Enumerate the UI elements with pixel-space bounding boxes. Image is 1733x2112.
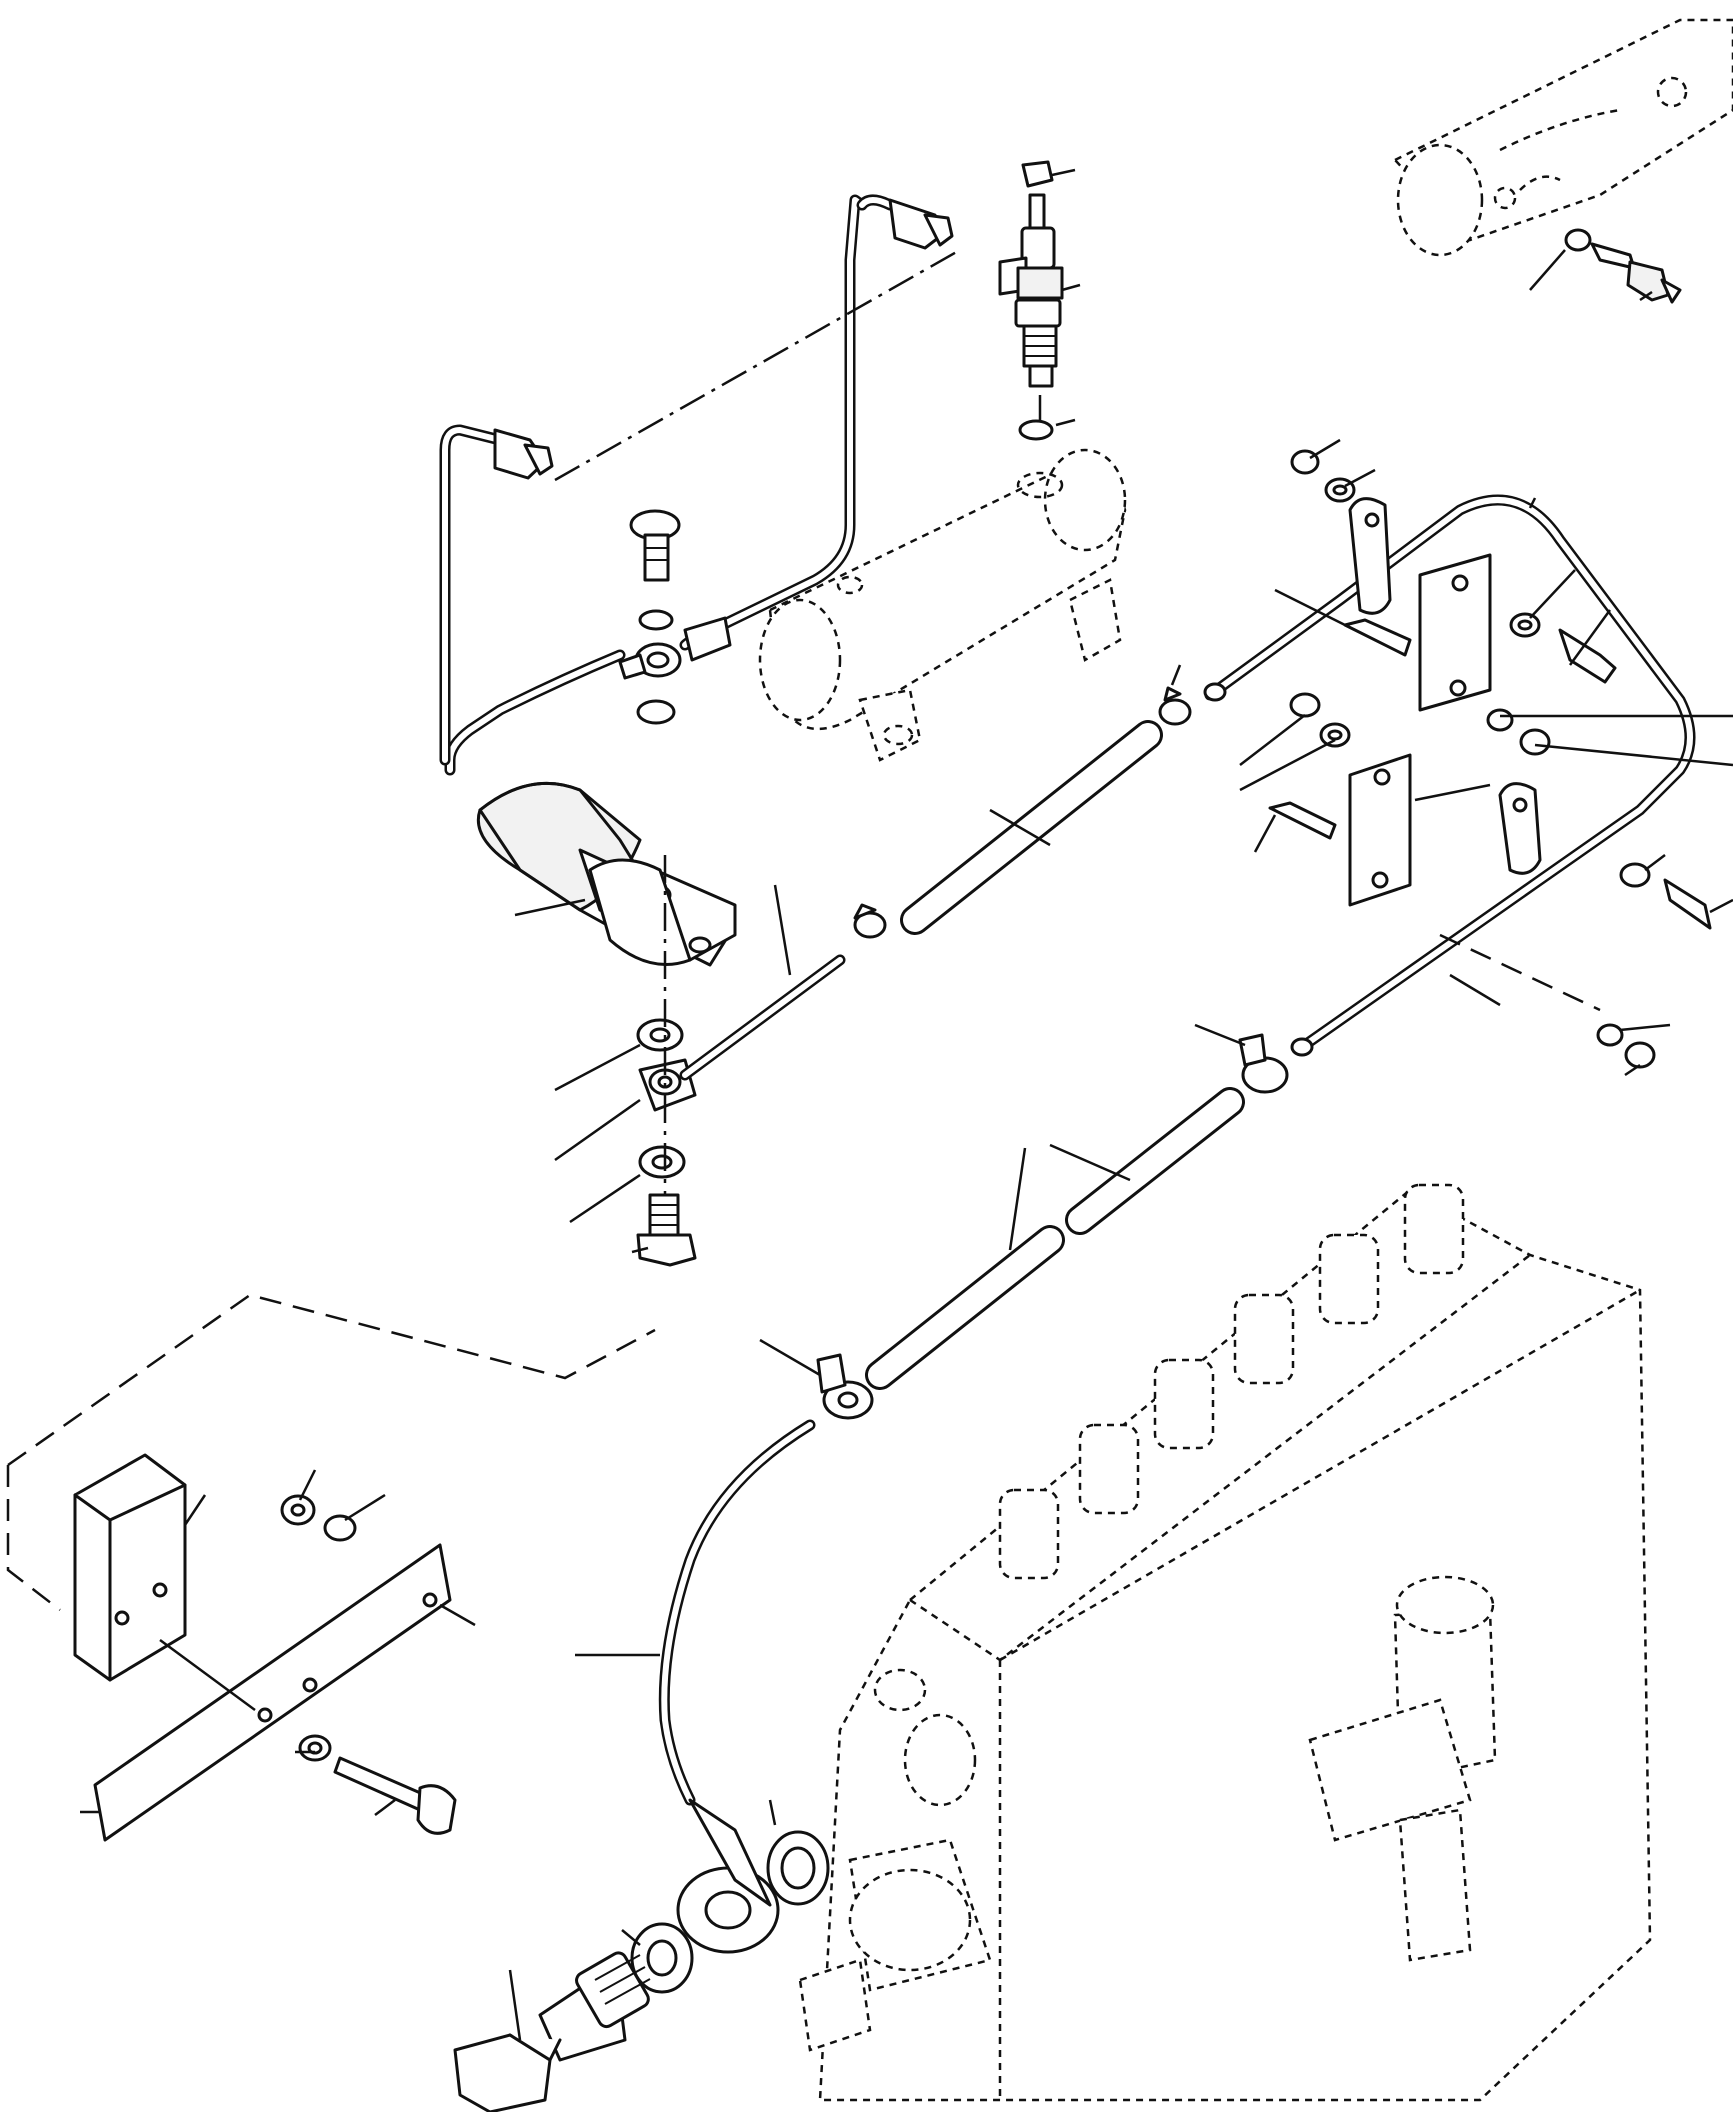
cylinder-ghost (758, 448, 1127, 762)
filter-banjo-stack (636, 1018, 697, 1267)
bottom-left-bracket (73, 1453, 457, 1842)
pump-elements (998, 1183, 1465, 1580)
brackets (1348, 497, 1542, 907)
fuel-filter (476, 781, 737, 967)
filter-head-ghost (1392, 18, 1733, 257)
right-pipe (1203, 494, 1696, 1057)
sender-fitting (998, 160, 1064, 441)
banjo-bolts (453, 1798, 830, 2112)
injection-pump-ghost (798, 1183, 1652, 2102)
washers-nuts (1268, 449, 1712, 1069)
banjo-bolt-top (629, 509, 681, 725)
drain-plug (1564, 228, 1682, 304)
lower-pipe (658, 1419, 816, 1806)
hoses (865, 720, 1245, 1390)
clamps (816, 686, 1289, 1420)
pipe-loop (439, 194, 954, 776)
